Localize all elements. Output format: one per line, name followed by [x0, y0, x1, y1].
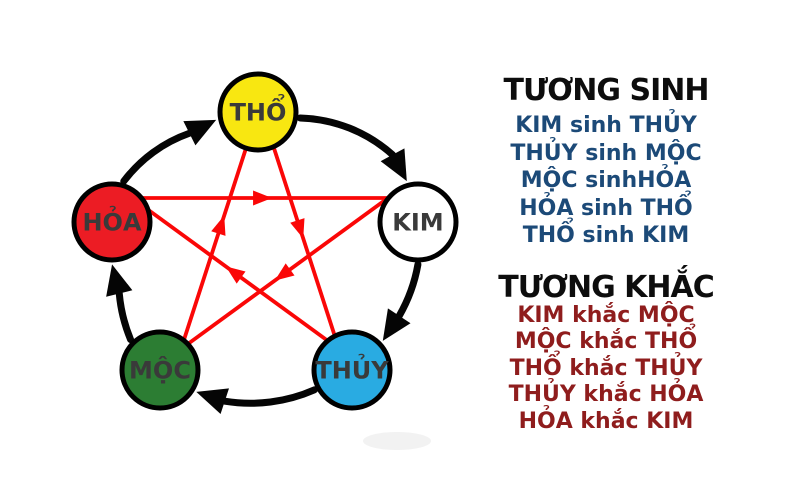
sinh-arrowhead-kim-thuy [382, 308, 411, 341]
sinh-arrowhead-thuy-moc [196, 388, 229, 414]
element-label-moc: MỘC [129, 355, 191, 385]
element-circle-kim [377, 181, 459, 263]
khac-arrowhead-tho-thuy [290, 218, 305, 239]
khac-rule: THỦY khắc HỎA [508, 382, 704, 407]
element-label-thuy: THỦY [315, 352, 389, 385]
sinh-arrowhead-moc-hoa [106, 264, 133, 297]
five-elements-diagram: THỔ KIM THỦY MỘC HỎA [71, 71, 459, 450]
sinh-arrowhead-hoa-tho [183, 119, 217, 146]
khac-heading: TƯƠNG KHẮC [498, 269, 715, 305]
element-node-thuy: THỦY [311, 329, 393, 411]
khac-arrowhead-moc-tho [211, 215, 226, 236]
sinh-arrow-moc-hoa [115, 289, 135, 344]
sinh-rule: THỦY sinh MỘC [510, 140, 702, 166]
sinh-rule: MỘC sinhHỎA [520, 168, 692, 193]
sinh-rule: KIM sinh THỦY [515, 113, 697, 138]
watermark-smudge [363, 432, 431, 450]
sinh-arrow-tho-kim [296, 114, 397, 159]
element-node-tho: THỔ [217, 71, 299, 153]
element-circle-tho [217, 71, 299, 153]
element-label-kim: KIM [392, 209, 443, 237]
sinh-arrow-kim-thuy [395, 260, 422, 320]
sinh-rule: HỎA sinh THỔ [519, 195, 693, 221]
khac-rule: KIM khắc MỘC [517, 302, 695, 328]
element-circle-hoa [71, 181, 153, 263]
khac-rule: THỔ khắc THỦY [509, 355, 703, 381]
element-circle-thuy [311, 329, 393, 411]
element-label-hoa: HỎA [82, 204, 141, 237]
khac-arrowhead-kim-moc [274, 263, 295, 281]
element-node-moc: MỘC [119, 329, 201, 411]
element-node-hoa: HỎA [71, 181, 153, 263]
khac-arrowhead-hoa-kim [253, 190, 273, 206]
sinh-arrowhead-tho-kim [380, 148, 407, 182]
sinh-arrow-hoa-tho [120, 129, 193, 185]
sinh-rule: THỔ sinh KIM [522, 223, 690, 248]
khac-rule: MỘC khắc THỔ [514, 329, 698, 354]
khac-arrowhead-thuy-hoa [225, 266, 246, 284]
khac-rule: HỎA khắc KIM [518, 408, 694, 434]
sinh-arrow-thuy-moc [221, 386, 319, 407]
element-node-kim: KIM [377, 181, 459, 263]
element-circle-moc [119, 329, 201, 411]
sinh-heading: TƯƠNG SINH [503, 73, 710, 108]
